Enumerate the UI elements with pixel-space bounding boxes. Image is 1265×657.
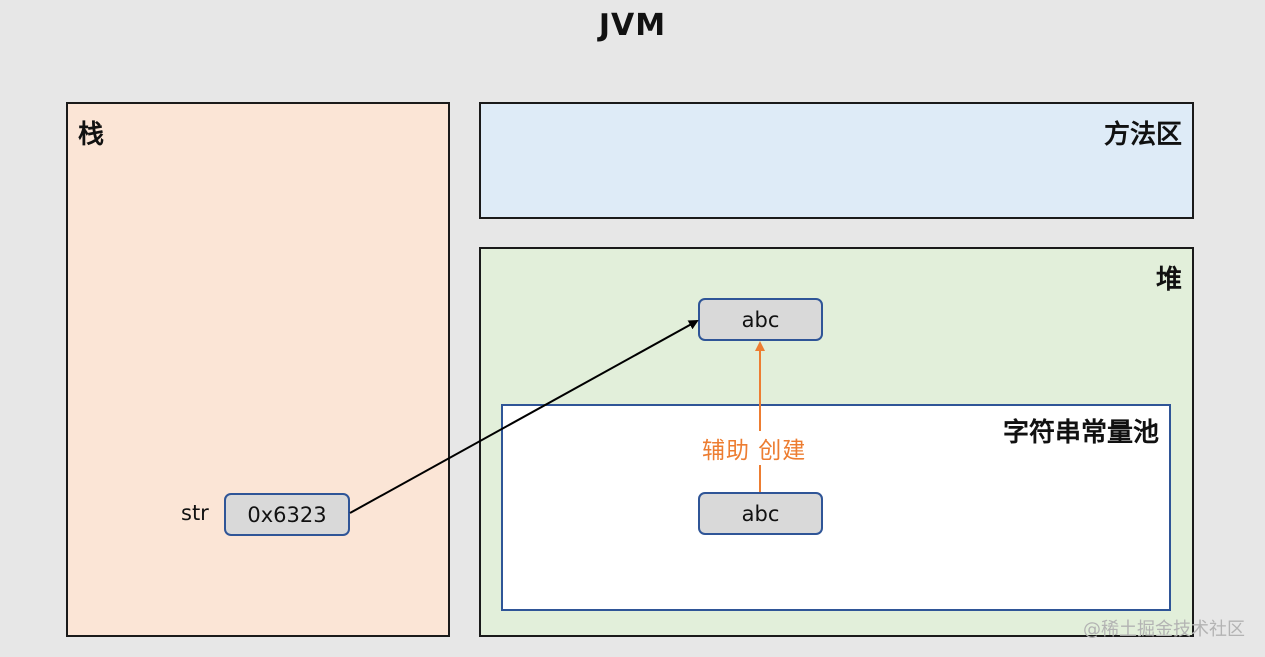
diagram-title: JVM: [598, 8, 667, 43]
string-pool-region: 字符串常量池: [501, 404, 1171, 611]
method-area-region: 方法区: [479, 102, 1194, 219]
watermark: @稀土掘金技术社区: [1083, 619, 1245, 640]
string-pool-label: 字符串常量池: [1002, 418, 1159, 448]
method-area-label: 方法区: [1103, 120, 1182, 150]
stack-region: 栈: [66, 102, 450, 637]
pool-to-heap-label: 辅助 创建: [702, 431, 807, 465]
pool-object-box: abc: [698, 492, 823, 535]
stack-variable-name: str: [181, 501, 209, 525]
heap-object-box: abc: [698, 298, 823, 341]
heap-label: 堆: [1155, 265, 1182, 295]
stack-label: 栈: [78, 120, 105, 150]
stack-reference-box: 0x6323: [224, 493, 350, 536]
